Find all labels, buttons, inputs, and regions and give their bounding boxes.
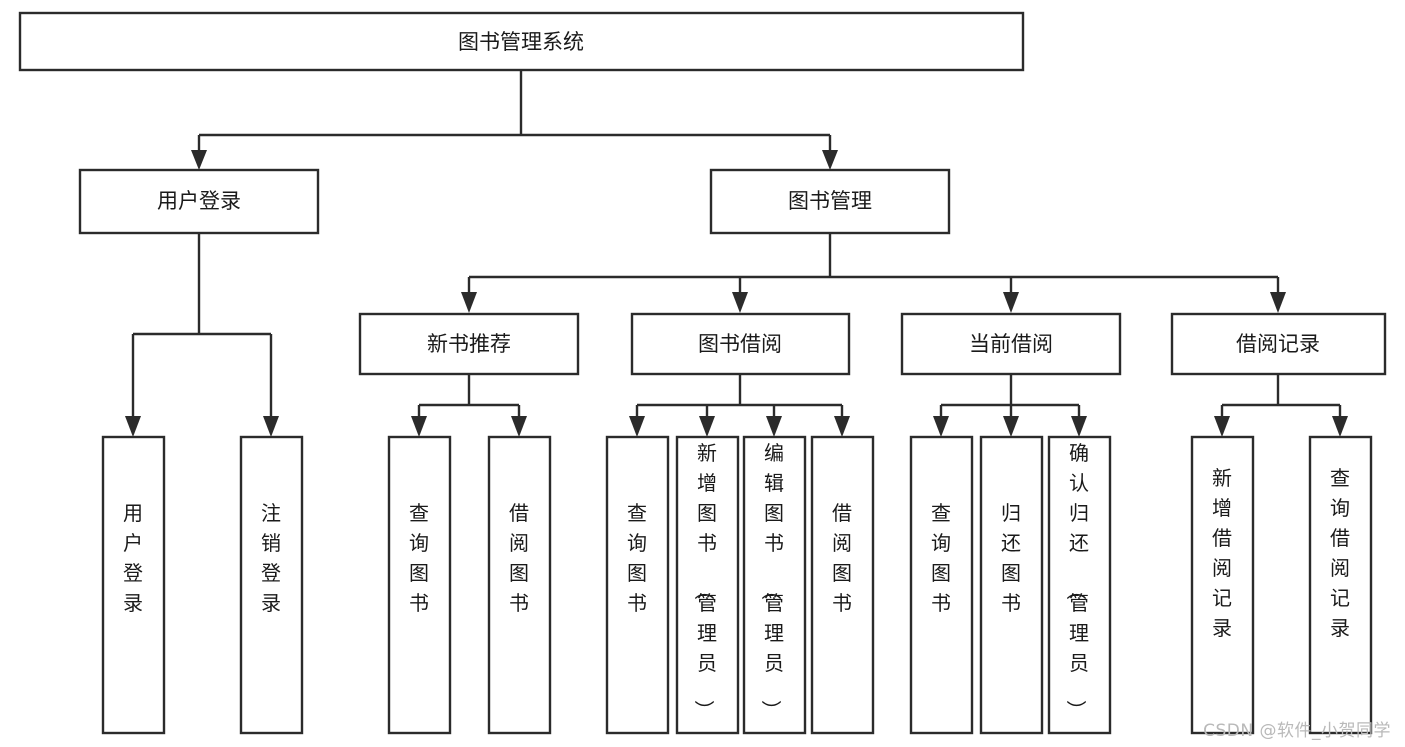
leaf-confirm-return-box[interactable]: [1047, 435, 1112, 735]
leaf-query-borrow-record-box[interactable]: [1308, 435, 1373, 735]
leaf-query-book-1[interactable]: 查询图书: [387, 435, 452, 735]
node-new-book-recommend[interactable]: 新书推荐: [358, 312, 580, 376]
leaf-query-borrow-record[interactable]: 查询借阅记录: [1308, 435, 1373, 735]
leaf-query-book-2[interactable]: 查询图书: [605, 435, 670, 735]
leaf-borrow-book-2-box[interactable]: [810, 435, 875, 735]
arrow-head-leaf-add-borrow-record: [1214, 416, 1230, 437]
leaf-logout-login-label: 注销登录: [261, 501, 281, 615]
arrow-head-book-borrow: [732, 292, 748, 313]
node-user-login-box[interactable]: [78, 168, 320, 235]
node-borrow-record-label: 借阅记录: [1236, 332, 1320, 356]
arrow-head-leaf-confirm-return: [1071, 416, 1087, 437]
leaf-user-login-box[interactable]: [101, 435, 166, 735]
arrow-head-borrow-record: [1270, 292, 1286, 313]
arrow-head-leaf-user-login: [125, 416, 141, 437]
leaf-query-borrow-record-label: 查询借阅记录: [1330, 466, 1350, 640]
node-current-borrow[interactable]: 当前借阅: [900, 312, 1122, 376]
leaf-add-borrow-record[interactable]: 新增借阅记录: [1190, 435, 1255, 735]
node-user-login-label: 用户登录: [157, 189, 241, 213]
arrow-head-leaf-borrow-book-2: [834, 416, 850, 437]
leaf-query-book-2-label: 查询图书: [627, 501, 647, 615]
leaf-add-book-label: 新增图书（管理员）: [692, 441, 717, 720]
leaf-query-book-3[interactable]: 查询图书: [909, 435, 974, 735]
leaf-add-book-box[interactable]: [675, 435, 740, 735]
arrow-head-leaf-return-book: [1003, 416, 1019, 437]
arrow-head-leaf-query-borrow-record: [1332, 416, 1348, 437]
leaf-borrow-book-1-label: 借阅图书: [509, 501, 529, 615]
arrow-head-current-borrow: [1003, 292, 1019, 313]
arrow-head-new-book-recommend: [461, 292, 477, 313]
leaf-query-book-3-label: 查询图书: [931, 501, 951, 615]
leaf-edit-book[interactable]: 编辑图书（管理员）: [742, 435, 807, 735]
arrow-head-leaf-add-book: [699, 416, 715, 437]
arrow-head-leaf-borrow-book-1: [511, 416, 527, 437]
node-book-borrow-box[interactable]: [630, 312, 851, 376]
leaf-logout-login-box[interactable]: [239, 435, 304, 735]
leaf-add-borrow-record-box[interactable]: [1190, 435, 1255, 735]
leaf-add-book[interactable]: 新增图书（管理员）: [675, 435, 740, 735]
arrow-head-leaf-query-book-3: [933, 416, 949, 437]
node-book-borrow-label: 图书借阅: [698, 332, 782, 356]
leaf-edit-book-box[interactable]: [742, 435, 807, 735]
leaf-query-book-1-box[interactable]: [387, 435, 452, 735]
leaf-query-book-2-box[interactable]: [605, 435, 670, 735]
node-current-borrow-label: 当前借阅: [969, 332, 1053, 356]
node-root-box[interactable]: [18, 11, 1025, 72]
node-current-borrow-box[interactable]: [900, 312, 1122, 376]
leaf-confirm-return-label: 确认归还（管理员）: [1064, 441, 1089, 720]
arrow-head-book-management: [822, 150, 838, 170]
leaf-borrow-book-2-label: 借阅图书: [832, 501, 852, 615]
leaf-borrow-book-1[interactable]: 借阅图书: [487, 435, 552, 735]
arrow-head-leaf-logout-login: [263, 416, 279, 437]
watermark-credit: CSDN @软件_小贺同学: [1203, 721, 1391, 741]
node-new-book-recommend-label: 新书推荐: [427, 332, 511, 356]
node-book-management-label: 图书管理: [788, 189, 872, 213]
arrow-head-leaf-edit-book: [766, 416, 782, 437]
leaf-return-book-label: 归还图书: [1001, 501, 1021, 615]
leaf-add-borrow-record-label: 新增借阅记录: [1212, 466, 1232, 640]
node-new-book-recommend-box[interactable]: [358, 312, 580, 376]
leaf-user-login[interactable]: 用户登录: [101, 435, 166, 735]
connector-layer: [125, 70, 1348, 437]
node-root-book-management-system[interactable]: 图书管理系统: [18, 11, 1025, 72]
leaf-borrow-book-2[interactable]: 借阅图书: [810, 435, 875, 735]
node-borrow-record[interactable]: 借阅记录: [1170, 312, 1387, 376]
leaf-query-book-1-label: 查询图书: [409, 501, 429, 615]
node-book-management-box[interactable]: [709, 168, 951, 235]
leaf-logout-login[interactable]: 注销登录: [239, 435, 304, 735]
leaf-return-book[interactable]: 归还图书: [979, 435, 1044, 735]
node-book-borrow[interactable]: 图书借阅: [630, 312, 851, 376]
leaf-borrow-book-1-box[interactable]: [487, 435, 552, 735]
leaf-edit-book-label: 编辑图书（管理员）: [759, 441, 784, 720]
leaf-confirm-return[interactable]: 确认归还（管理员）: [1047, 435, 1112, 735]
node-book-management[interactable]: 图书管理: [709, 168, 951, 235]
arrow-head-leaf-query-book-1: [411, 416, 427, 437]
arrow-head-user-login: [191, 150, 207, 170]
node-root-label: 图书管理系统: [458, 30, 584, 54]
leaf-user-login-label: 用户登录: [123, 501, 143, 615]
leaf-query-book-3-box[interactable]: [909, 435, 974, 735]
node-borrow-record-box[interactable]: [1170, 312, 1387, 376]
leaf-return-book-box[interactable]: [979, 435, 1044, 735]
node-user-login[interactable]: 用户登录: [78, 168, 320, 235]
arrow-head-leaf-query-book-2: [629, 416, 645, 437]
